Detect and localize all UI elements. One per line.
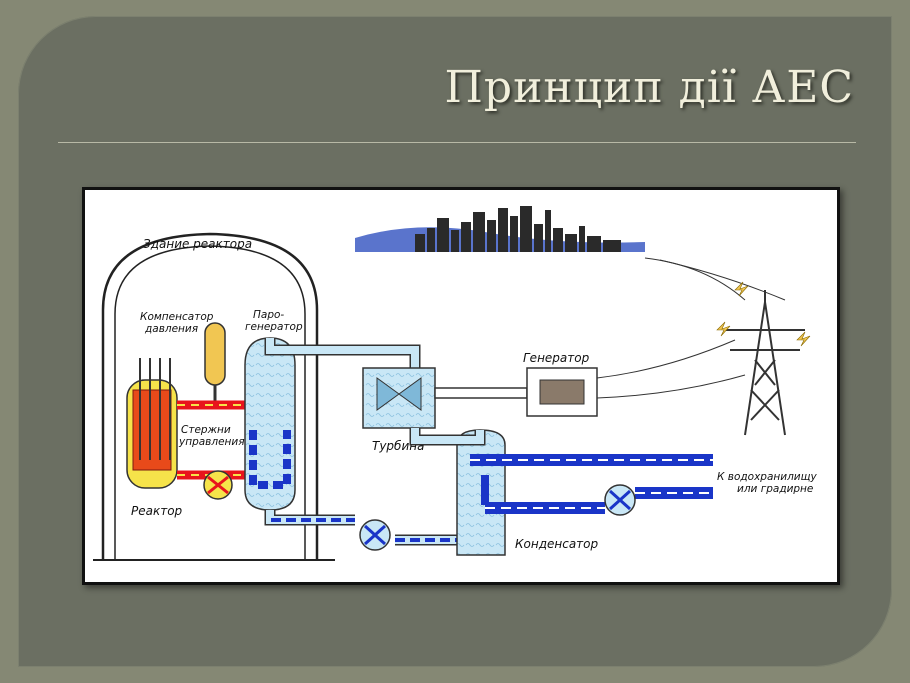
pressurizer-label-1: Компенсатор [140,311,214,323]
transmission-tower [725,290,805,436]
pressurizer [204,322,226,386]
reactor-building-label: Здание реактора [143,237,252,251]
steam-generator-label-2: генератор [245,321,303,333]
generator-label: Генератор [523,351,590,365]
power-lines [596,257,786,399]
turbine [362,367,436,429]
reactor-label: Реактор [131,504,183,518]
pressurizer-label-2: давления [144,323,198,335]
control-rods-label-1: Стержни [181,424,231,436]
reactor-building-outline [101,232,319,560]
slide-title: Принцип дії АЕС [444,62,854,113]
control-rods-label-2: управления [178,436,245,448]
reservoir-label-2: или градирне [737,483,813,495]
steam-generator-label-1: Паро- [253,309,284,321]
title-divider [58,142,856,143]
npp-diagram: Здание реактора Компенсатор давления Сте… [82,187,840,585]
control-rods [139,358,171,460]
secondary-cold-loop [264,510,465,546]
lightning-sparks-icon [716,281,811,347]
city-skyline [355,206,645,252]
condenser-label: Конденсатор [515,537,599,551]
reservoir-label-1: К водохранилищу [717,471,818,483]
cooling-water-loop [470,454,713,514]
steam-generator [244,337,296,511]
